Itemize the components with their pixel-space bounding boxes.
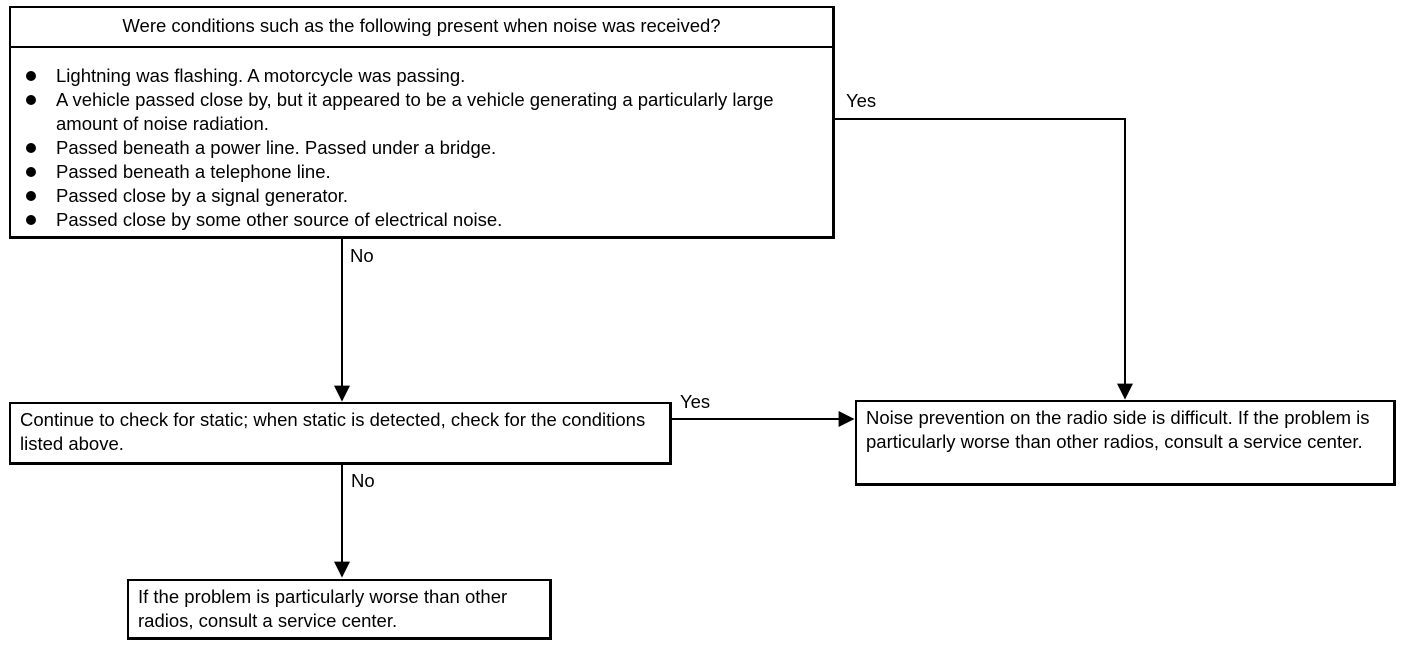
condition-item: Passed close by a signal generator. xyxy=(11,184,832,208)
continue-no-label: No xyxy=(351,470,375,491)
condition-item: A vehicle passed close by, but it appear… xyxy=(11,88,832,136)
question-no-label: No xyxy=(350,245,374,266)
question-yes-label: Yes xyxy=(846,90,877,111)
bullet-icon xyxy=(26,215,36,225)
condition-item: Passed close by some other source of ele… xyxy=(11,208,832,232)
continue-yes-label: Yes xyxy=(680,391,711,412)
continue-box: Continue to check for static; when stati… xyxy=(9,402,672,465)
condition-text: Passed close by a signal generator. xyxy=(56,185,349,206)
condition-text: Lightning was flashing. A motorcycle was… xyxy=(56,65,466,86)
condition-item: Passed beneath a power line. Passed unde… xyxy=(11,136,832,160)
condition-item: Passed beneath a telephone line. xyxy=(11,160,832,184)
difficult-box: Noise prevention on the radio side is di… xyxy=(855,400,1396,486)
condition-item: Lightning was flashing. A motorcycle was… xyxy=(11,64,832,88)
bullet-icon xyxy=(26,167,36,177)
condition-list: Lightning was flashing. A motorcycle was… xyxy=(11,64,832,232)
bullet-icon xyxy=(26,71,36,81)
question-box: Were conditions such as the following pr… xyxy=(9,6,835,239)
condition-text: Passed beneath a telephone line. xyxy=(56,161,331,182)
condition-text: Passed close by some other source of ele… xyxy=(56,209,503,230)
condition-text: A vehicle passed close by, but it appear… xyxy=(56,89,774,134)
arrow-question-yes xyxy=(834,118,1133,400)
bullet-icon xyxy=(26,143,36,153)
bullet-icon xyxy=(26,95,36,105)
consult-box: If the problem is particularly worse tha… xyxy=(127,579,552,640)
condition-text: Passed beneath a power line. Passed unde… xyxy=(56,137,497,158)
question-title: Were conditions such as the following pr… xyxy=(11,8,832,48)
bullet-icon xyxy=(26,191,36,201)
